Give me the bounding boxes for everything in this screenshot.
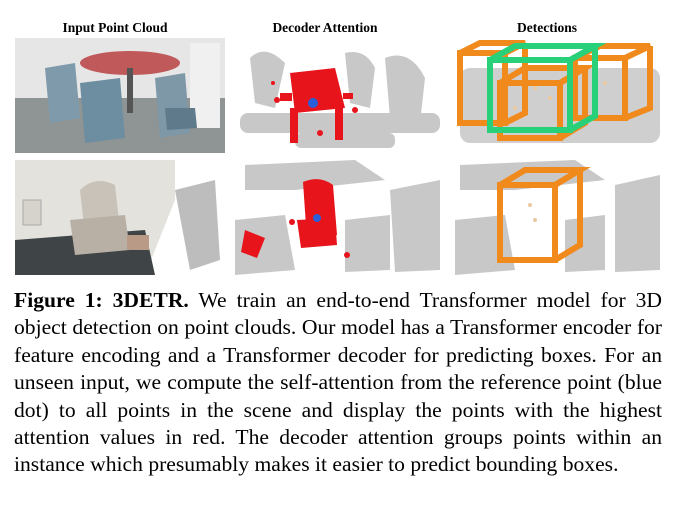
decoder-attention-row2	[235, 160, 445, 275]
detections-row2	[455, 160, 665, 275]
column-title-detections: Detections	[517, 20, 577, 35]
caption-text: We train an end-to-end Transformer model…	[14, 288, 663, 477]
decoder-attention-row1	[235, 38, 445, 153]
caption-label: Figure 1: 3DETR.	[14, 288, 189, 312]
detections-row1	[455, 38, 665, 153]
input-point-cloud-row1	[15, 38, 225, 153]
input-point-cloud-row2	[15, 160, 225, 275]
column-title-input: Input Point Cloud	[62, 20, 168, 35]
figure-caption: Figure 1: 3DETR. We train an end-to-end …	[14, 287, 662, 479]
column-title-attention: Decoder Attention	[272, 20, 378, 35]
